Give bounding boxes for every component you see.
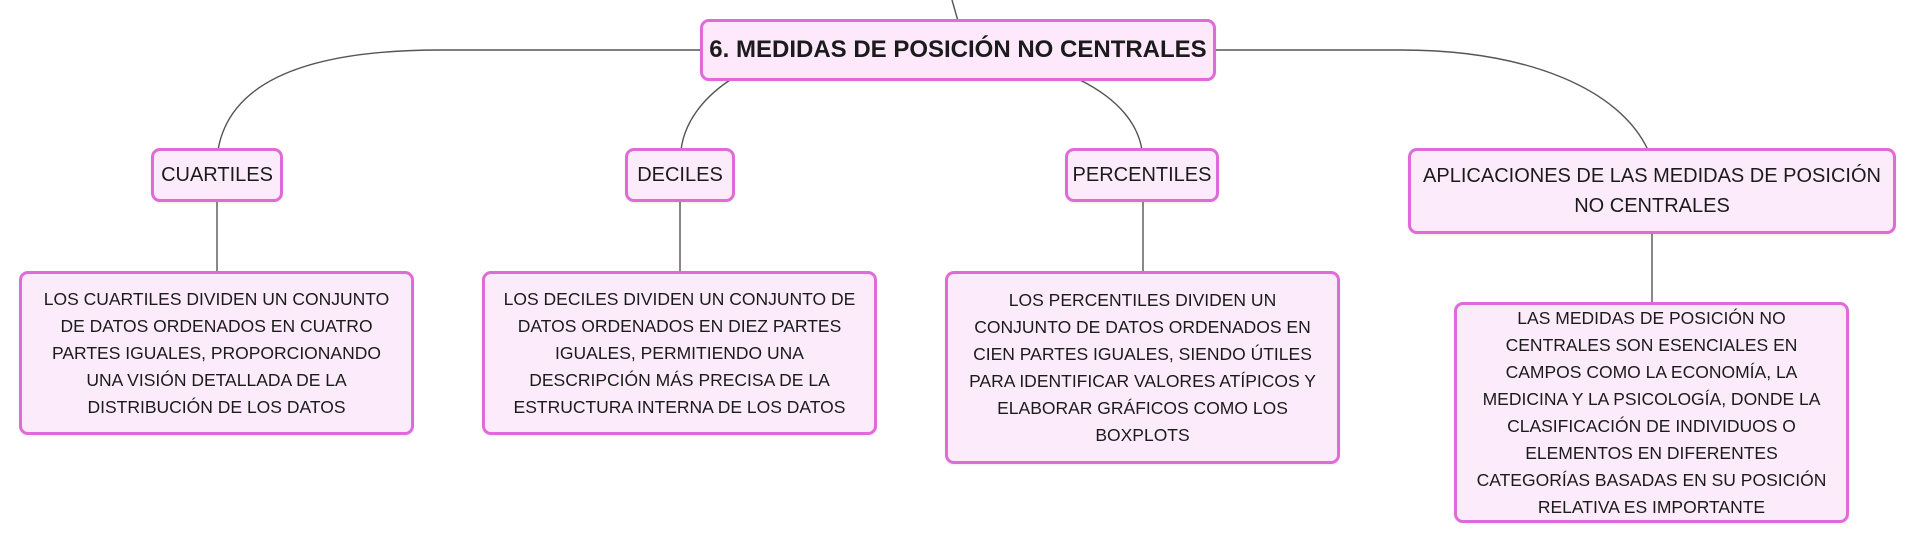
root-label: 6. MEDIDAS DE POSICIÓN NO CENTRALES: [709, 36, 1207, 63]
subtopic-text: LOS PERCENTILES DIVIDEN UN CONJUNTO DE D…: [969, 289, 1316, 445]
topic-aplicaciones[interactable]: APLICACIONES DE LAS MEDIDAS DE POSICIÓN …: [1408, 148, 1896, 234]
topic-label: CUARTILES: [161, 164, 273, 186]
subtopic-text: LOS DECILES DIVIDEN UN CONJUNTO DE DATOS…: [503, 288, 856, 417]
topic-label: DECILES: [637, 164, 723, 186]
subtopic-deciles-description[interactable]: LOS DECILES DIVIDEN UN CONJUNTO DE DATOS…: [482, 271, 877, 435]
subtopic-aplicaciones-description[interactable]: LAS MEDIDAS DE POSICIÓN NO CENTRALES SON…: [1454, 302, 1849, 523]
connector-root-cuartiles: [217, 49, 702, 151]
topic-label: PERCENTILES: [1072, 164, 1212, 186]
subtopic-cuartiles-description[interactable]: LOS CUARTILES DIVIDEN UN CONJUNTO DE DAT…: [19, 271, 414, 435]
connector-root-percentiles: [1079, 79, 1143, 151]
connector-to-parent: [951, 0, 959, 22]
subtopic-text: LAS MEDIDAS DE POSICIÓN NO CENTRALES SON…: [1476, 307, 1827, 517]
topic-label: APLICACIONES DE LAS MEDIDAS DE POSICIÓN …: [1423, 165, 1881, 217]
root-node[interactable]: 6. MEDIDAS DE POSICIÓN NO CENTRALES: [700, 19, 1216, 81]
topic-deciles[interactable]: DECILES: [625, 148, 735, 202]
subtopic-text: LOS CUARTILES DIVIDEN UN CONJUNTO DE DAT…: [43, 288, 390, 417]
topic-percentiles[interactable]: PERCENTILES: [1065, 148, 1219, 202]
connector-root-deciles: [680, 79, 731, 151]
topic-cuartiles[interactable]: CUARTILES: [151, 148, 283, 202]
subtopic-percentiles-description[interactable]: LOS PERCENTILES DIVIDEN UN CONJUNTO DE D…: [945, 271, 1340, 464]
connector-root-aplicaciones: [1216, 49, 1649, 151]
